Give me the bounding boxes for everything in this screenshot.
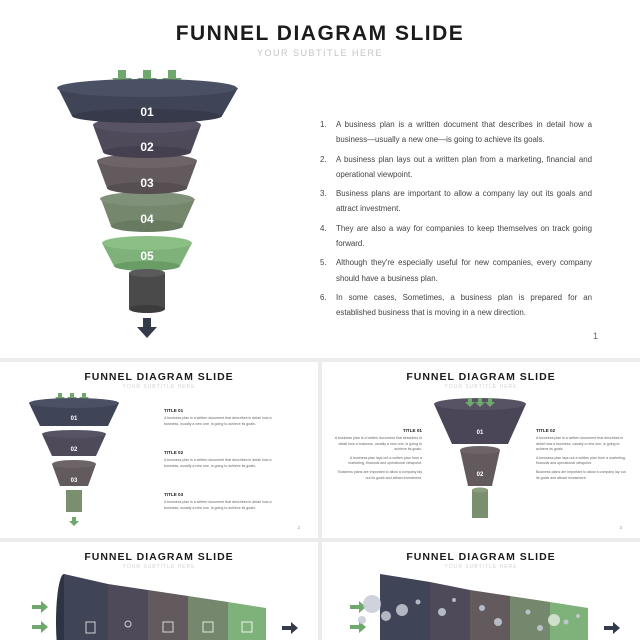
person-icon [124,620,132,628]
funnel-diagram: 05 04 03 02 01 [57,70,238,338]
stage-label: 01 [477,430,484,436]
stage-label: 03 [140,176,154,190]
list-item: 6.In some cases, Sometimes, a business p… [320,292,592,318]
funnel-neck [129,269,165,313]
page-number: 3 [619,525,622,530]
stage-label: 03 [71,478,78,484]
thumbnail-slide-3[interactable]: FUNNEL DIAGRAM SLIDE YOUR SUBTITLE HERE … [322,362,640,538]
down-arrow-icon [112,70,132,88]
stage-label: 01 [140,105,154,119]
bubbles [358,595,580,631]
list-item: 5.Although they're especially useful for… [320,258,592,283]
list-item: 3.Business plans are important to allow … [320,189,592,214]
calendar-icon [162,621,174,633]
funnel-stage-3: 03 [97,154,197,194]
funnel-diagram: 02 01 [434,398,526,518]
funnel-diagram: 03 02 01 [29,393,119,526]
funnel-stage-5: 05 [102,236,192,271]
slide-title: FUNNEL DIAGRAM SLIDE [84,551,234,563]
funnel-neck [472,487,488,518]
funnel-stage-2: 02 [460,446,500,486]
slide-subtitle: YOUR SUBTITLE HERE [122,564,196,570]
horizontal-funnel-bubbles [350,574,620,640]
list-item: 2.A business plan lays out a written pla… [320,154,592,179]
down-arrow-icon [79,393,89,402]
funnel-stage-3: 03 [52,460,96,486]
funnel-stage-1: 01 [434,398,526,444]
slide-title: FUNNEL DIAGRAM SLIDE [175,22,465,45]
clipboard-icon [85,621,96,634]
down-arrow-icon [162,70,182,88]
down-arrow-icon [485,398,495,407]
thumbnail-slide-5[interactable]: FUNNEL DIAGRAM SLIDE YOUR SUBTITLE HERE [322,542,640,640]
slide-subtitle: YOUR SUBTITLE HERE [444,384,518,390]
stage-label: 02 [140,140,154,154]
stage-label: 04 [140,212,154,226]
right-arrow-icon [282,622,298,634]
funnel-stage-2: 02 [42,430,106,456]
down-arrow-icon [475,398,485,407]
slide-subtitle: YOUR SUBTITLE HERE [256,48,384,58]
right-arrow-icon [350,601,366,613]
stage-label: 01 [71,416,78,422]
page-number: 1 [592,331,598,341]
stage-label: 02 [477,472,484,478]
text-block-left: TITLE 01 A business plan is a written do… [334,428,422,480]
list-item: 4.They are also a way for companies to k… [320,223,592,249]
slide-title: FUNNEL DIAGRAM SLIDE [84,371,234,383]
horizontal-funnel [32,574,298,640]
thumbnail-slide-4[interactable]: FUNNEL DIAGRAM SLIDE YOUR SUBTITLE HERE [0,542,318,640]
down-arrow-icon [67,393,77,402]
thumbnail-slide-2[interactable]: FUNNEL DIAGRAM SLIDE YOUR SUBTITLE HERE … [0,362,318,538]
slide-subtitle: YOUR SUBTITLE HERE [444,564,518,570]
numbered-points: 1.A business plan is a written document … [320,117,592,325]
funnel-stage-1: 01 [57,79,238,123]
output-arrow-icon [69,517,79,526]
right-arrow-icon [32,601,48,613]
right-arrow-icon [32,621,48,633]
stage-label: 02 [71,447,78,453]
right-arrow-icon [604,622,620,634]
chart-icon [202,621,214,633]
output-arrow-icon [137,318,157,338]
text-block-1: TITLE 01 A business plan is a written do… [164,408,272,426]
funnel-stage-4: 04 [100,192,195,232]
text-block-2: TITLE 02 A business plan is a written do… [164,450,272,468]
funnel-neck [66,490,82,512]
slide-title: FUNNEL DIAGRAM SLIDE [406,371,556,383]
text-block-right: TITLE 02 A business plan is a written do… [536,428,626,480]
list-item: 1.A business plan is a written document … [320,120,592,145]
stage-label: 05 [140,249,154,263]
page-number: 2 [297,525,300,530]
slide-subtitle: YOUR SUBTITLE HERE [122,384,196,390]
document-icon [241,621,253,633]
main-slide: FUNNEL DIAGRAM SLIDE YOUR SUBTITLE HERE … [0,0,640,358]
down-arrow-icon [55,393,65,402]
slide-title: FUNNEL DIAGRAM SLIDE [406,551,556,563]
down-arrow-icon [465,398,475,407]
funnel-stage-2: 02 [93,117,201,158]
funnel-stage-1: 01 [29,398,119,426]
text-block-3: TITLE 03 A business plan is a written do… [164,492,272,510]
